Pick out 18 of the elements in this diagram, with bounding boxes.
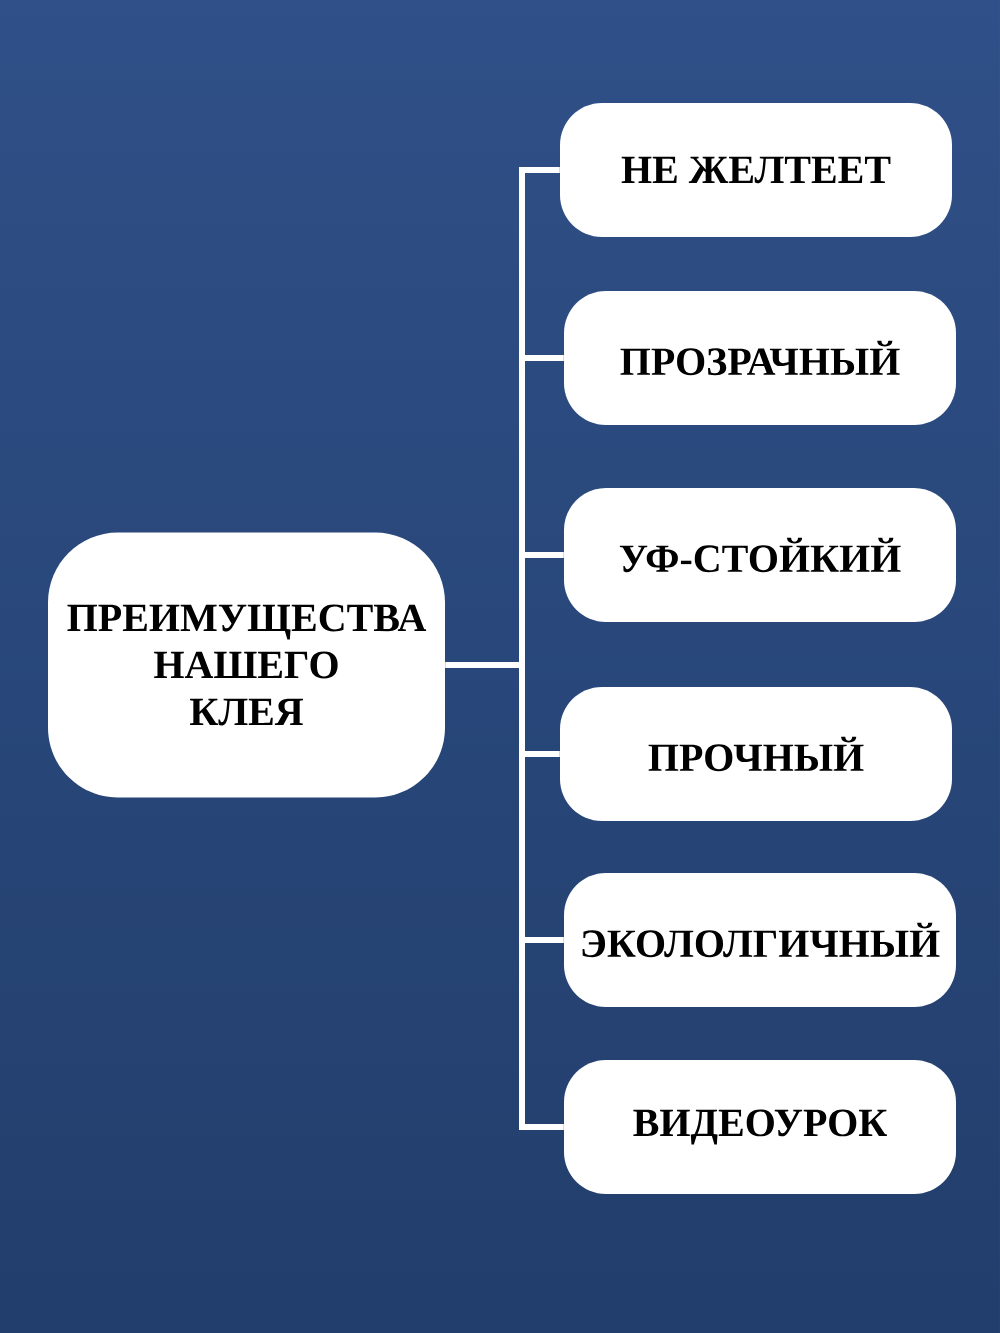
rounded-box: ПРОЗРАЧНЫЙ xyxy=(564,291,956,425)
connector-line xyxy=(525,552,564,558)
rounded-box: ПРЕИМУЩЕСТВА НАШЕГО КЛЕЯ xyxy=(48,532,445,798)
connector-line xyxy=(519,754,525,940)
rounded-box: ЭКОЛОЛГИЧНЫЙ xyxy=(564,873,956,1007)
connector-line xyxy=(445,662,519,668)
connector-line xyxy=(519,358,525,555)
rounded-box: ПРОЧНЫЙ xyxy=(560,687,952,821)
connector-line xyxy=(519,167,560,358)
connector-line xyxy=(525,751,560,757)
connector-line xyxy=(519,555,525,665)
connector-line xyxy=(519,665,525,754)
connector-line xyxy=(525,937,564,943)
rounded-box: УФ-СТОЙКИЙ xyxy=(564,488,956,622)
connector-line xyxy=(525,355,564,361)
connector-line xyxy=(519,940,564,1130)
rounded-box: ВИДЕОУРОК xyxy=(564,1060,956,1194)
rounded-box: НЕ ЖЕЛТЕЕТ xyxy=(560,103,952,237)
